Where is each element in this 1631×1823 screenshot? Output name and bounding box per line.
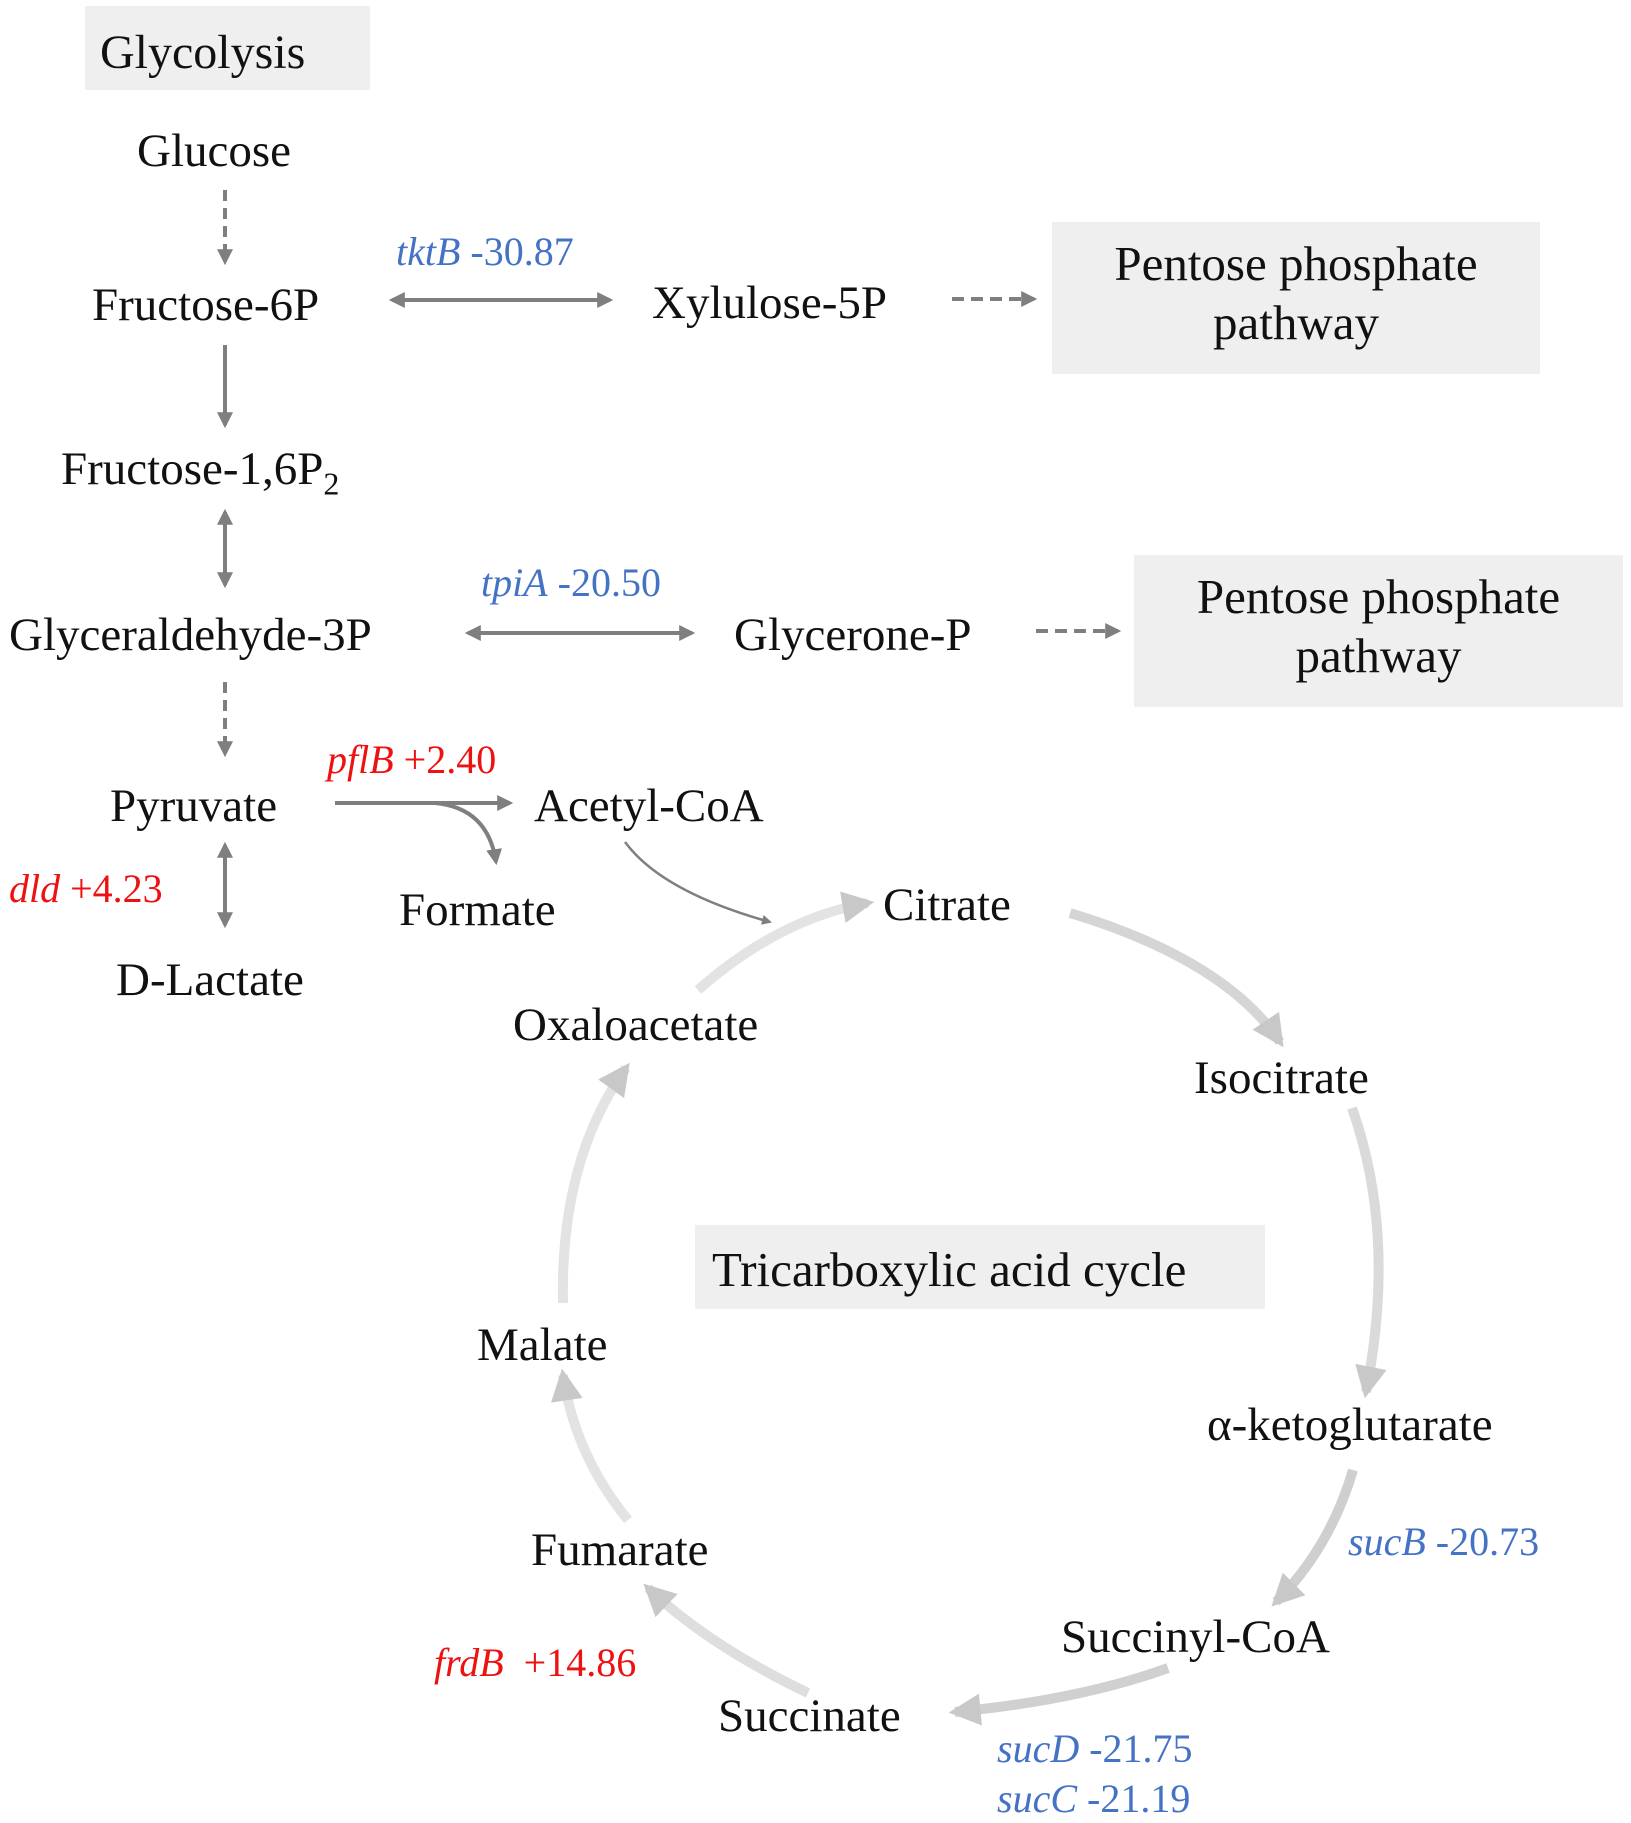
metabolite-xylulose-5p: Xylulose-5P xyxy=(652,277,887,329)
metabolite-succinyl-coa: Succinyl-CoA xyxy=(1061,1611,1330,1663)
metabolite-pyruvate: Pyruvate xyxy=(110,780,278,832)
metabolite-d-lactate: D-Lactate xyxy=(116,954,304,1006)
gene-sucb-name: sucB xyxy=(1348,1519,1426,1564)
tca-box xyxy=(695,1225,1265,1309)
gene-dld-name: dld xyxy=(9,866,61,911)
tca-title: Tricarboxylic acid cycle xyxy=(712,1242,1187,1297)
arrow-isocitrate-akg xyxy=(1347,1106,1387,1399)
gene-dld-value: +4.23 xyxy=(70,866,163,911)
gene-succ-value: -21.19 xyxy=(1087,1776,1191,1821)
metabolite-oxaloacetate: Oxaloacetate xyxy=(513,999,759,1051)
gene-tpia-name: tpiA xyxy=(481,560,548,605)
gene-sucd: sucD -21.75 xyxy=(997,1729,1193,1769)
metabolite-fructose-16p2-subscript: 2 xyxy=(323,465,340,502)
ppp-title-2-line1: Pentose phosphate xyxy=(1196,569,1561,624)
gene-tktb-name: tktB xyxy=(396,229,461,274)
gene-sucd-name: sucD xyxy=(997,1726,1080,1771)
arrow-akg-succinylcoa xyxy=(1271,1468,1358,1607)
ppp-title-1-line1: Pentose phosphate xyxy=(1114,236,1478,291)
ppp-box-1 xyxy=(1052,222,1540,374)
ppp-title-2: Pentose phosphate pathway xyxy=(1134,568,1623,686)
gene-tktb: tktB -30.87 xyxy=(396,232,574,272)
metabolite-fructose-6p: Fructose-6P xyxy=(92,279,320,331)
arrow-fumarate-malate xyxy=(550,1368,632,1524)
glycolysis-box xyxy=(85,6,370,90)
gene-tktb-value: -30.87 xyxy=(470,229,574,274)
metabolite-glucose: Glucose xyxy=(137,125,292,177)
metabolite-formate: Formate xyxy=(399,884,556,936)
gene-succ-name: sucC xyxy=(997,1776,1077,1821)
gene-pflb-name: pflB xyxy=(327,737,394,782)
metabolite-succinate: Succinate xyxy=(718,1690,901,1742)
gene-frdb-name: frdB xyxy=(434,1640,504,1685)
metabolite-glyceraldehyde-3p: Glyceraldehyde-3P xyxy=(9,609,372,661)
gene-sucb: sucB -20.73 xyxy=(1348,1522,1539,1562)
gene-frdb: frdB +14.86 xyxy=(434,1643,636,1683)
gene-pflb-value: +2.40 xyxy=(403,737,497,782)
ppp-title-2-line2: pathway xyxy=(1295,627,1462,683)
arrow-succinate-fumarate xyxy=(643,1583,811,1698)
gene-sucd-value: -21.75 xyxy=(1089,1726,1193,1771)
metabolite-malate: Malate xyxy=(477,1319,608,1371)
gene-succ: sucC -21.19 xyxy=(997,1779,1190,1819)
arrow-pyruvate-formate xyxy=(434,801,503,866)
arrow-acetylcoa-citrate xyxy=(623,841,772,925)
arrow-malate-oaa xyxy=(557,1062,631,1304)
gene-tpia-value: -20.50 xyxy=(557,560,661,605)
ppp-title-1-line2: pathway xyxy=(1213,294,1379,350)
arrow-citrate-isocitrate xyxy=(1068,908,1285,1048)
metabolite-alpha-ketoglutarate: α-ketoglutarate xyxy=(1207,1399,1493,1451)
ppp-title-1: Pentose phosphate pathway xyxy=(1052,235,1540,353)
metabolite-fumarate: Fumarate xyxy=(531,1524,709,1576)
arrow-oaa-citrate xyxy=(694,891,875,994)
arrow-succinylcoa-succinate xyxy=(948,1663,1170,1726)
metabolite-fructose-16p2: Fructose-1,6P2 xyxy=(61,443,340,502)
gene-dld: dld +4.23 xyxy=(9,869,163,909)
metabolite-isocitrate: Isocitrate xyxy=(1194,1052,1369,1104)
glycolysis-title: Glycolysis xyxy=(100,26,306,79)
metabolite-fructose-16p2-text: Fructose-1,6P xyxy=(61,443,324,495)
metabolite-citrate: Citrate xyxy=(883,879,1011,931)
gene-tpia: tpiA -20.50 xyxy=(481,563,661,603)
gene-pflb: pflB +2.40 xyxy=(327,740,496,780)
gene-sucb-value: -20.73 xyxy=(1435,1519,1540,1564)
ppp-box-2 xyxy=(1134,555,1623,707)
metabolite-glycerone-p: Glycerone-P xyxy=(734,609,972,661)
gene-frdb-value: +14.86 xyxy=(523,1640,637,1685)
metabolite-acetyl-coa: Acetyl-CoA xyxy=(534,780,764,832)
